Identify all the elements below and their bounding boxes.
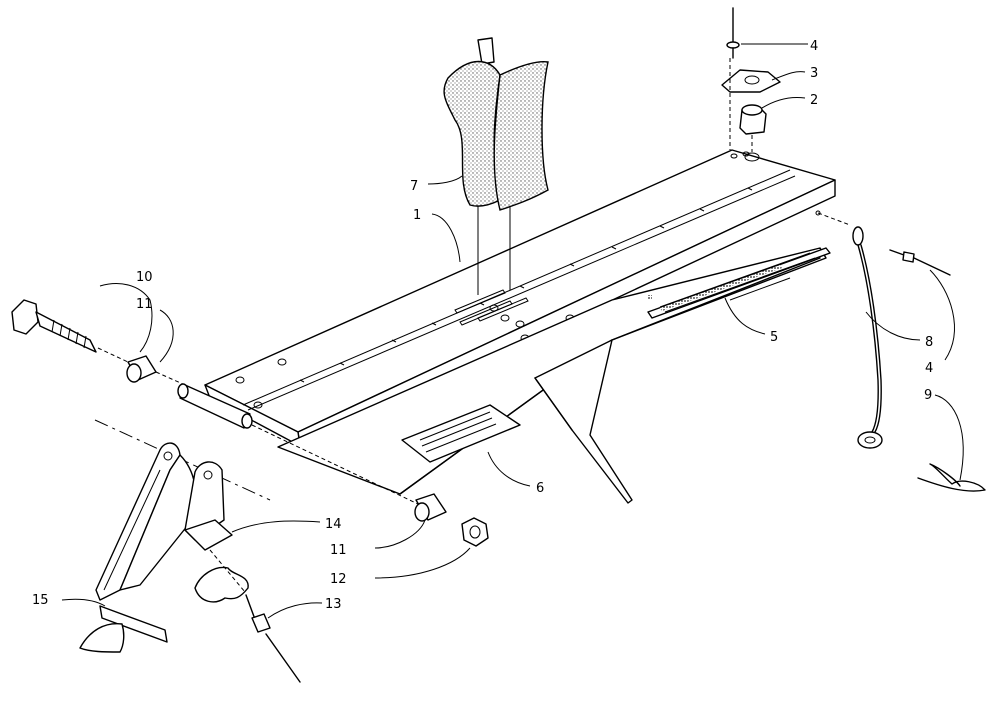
callout-8: 8 (925, 335, 933, 350)
callout-15: 15 (32, 593, 49, 608)
stand-skid (277, 247, 831, 504)
callout-6: 6 (536, 481, 544, 496)
reflector (443, 37, 549, 295)
callout-5: 5 (770, 330, 778, 345)
callout-2: 2 (810, 93, 818, 108)
lanyard (817, 212, 986, 492)
callout-11-bottom: 11 (330, 543, 347, 558)
callout-4-top: 4 (810, 39, 818, 54)
callout-12: 12 (330, 572, 347, 587)
top-hardware (721, 7, 781, 152)
callout-3: 3 (810, 66, 818, 81)
callouts: 4 3 2 7 1 5 8 4 9 6 10 11 14 11 12 13 15 (32, 39, 933, 612)
callout-11-top: 11 (136, 297, 153, 312)
foot-pad (79, 605, 168, 653)
bolt-assembly (11, 299, 489, 547)
bracket (95, 442, 233, 601)
leader-lines (61, 43, 964, 619)
callout-10: 10 (136, 270, 153, 285)
callout-1: 1 (413, 208, 421, 223)
callout-13: 13 (325, 597, 342, 612)
callout-4-right: 4 (925, 361, 933, 376)
callout-9: 9 (924, 388, 932, 403)
callout-7: 7 (410, 179, 418, 194)
callout-14: 14 (325, 517, 342, 532)
grip-pad (194, 549, 301, 683)
